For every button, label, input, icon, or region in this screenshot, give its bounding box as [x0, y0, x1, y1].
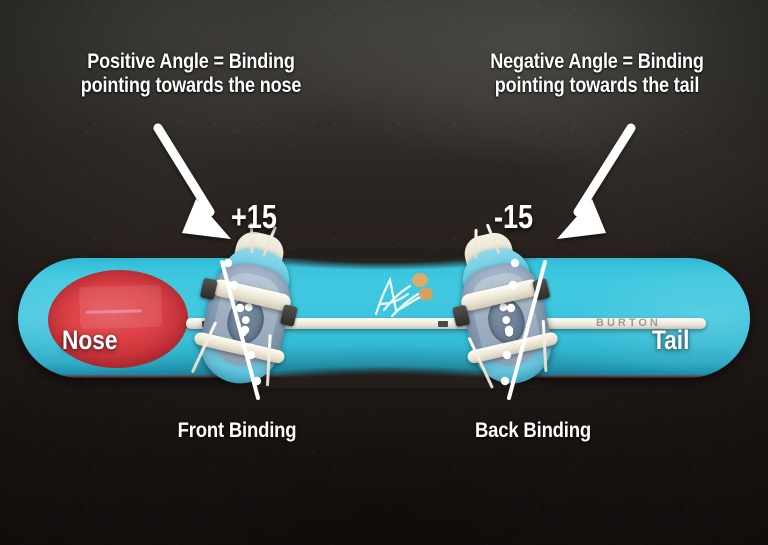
front-angle-dot [246, 350, 256, 360]
front-angle-dot [235, 303, 245, 313]
front-angle-dot [223, 258, 233, 268]
back-angle-dot [500, 376, 510, 386]
back-angle-dot [508, 280, 518, 290]
front-angle-dot [229, 280, 239, 290]
back-angle-dot [502, 350, 512, 360]
board-brand-text: BURTON [596, 317, 661, 329]
snowboard: BURTON [0, 223, 768, 392]
front-angle-dot [252, 376, 262, 386]
back-angle-dot [504, 325, 514, 335]
front-binding-label: Front Binding [177, 419, 297, 442]
negative-angle-value: -15 [494, 198, 534, 235]
positive-angle-caption-line2: pointing towards the nose [80, 73, 302, 97]
tail-label: Tail [652, 325, 690, 355]
negative-angle-caption: Negative Angle = Binding pointing toward… [455, 50, 739, 98]
back-binding-angle-line [507, 260, 547, 400]
negative-angle-caption-line1: Negative Angle = Binding [490, 50, 704, 73]
negative-angle-caption-line2: pointing towards the tail [494, 73, 700, 97]
back-binding-label: Back Binding [475, 419, 591, 442]
nose-label: Nose [62, 325, 118, 355]
back-angle-dot [510, 258, 520, 268]
front-binding-angle-line [220, 260, 260, 400]
positive-angle-caption-line1: Positive Angle = Binding [87, 50, 295, 73]
front-angle-dot [240, 325, 250, 335]
board-signature-graphic [374, 273, 433, 318]
positive-angle-caption: Positive Angle = Binding pointing toward… [49, 50, 333, 98]
positive-angle-value: +15 [231, 198, 277, 235]
back-angle-dot [506, 303, 516, 313]
rail-marker-2 [438, 321, 448, 327]
deck-waist-bottom-cut [210, 366, 560, 388]
